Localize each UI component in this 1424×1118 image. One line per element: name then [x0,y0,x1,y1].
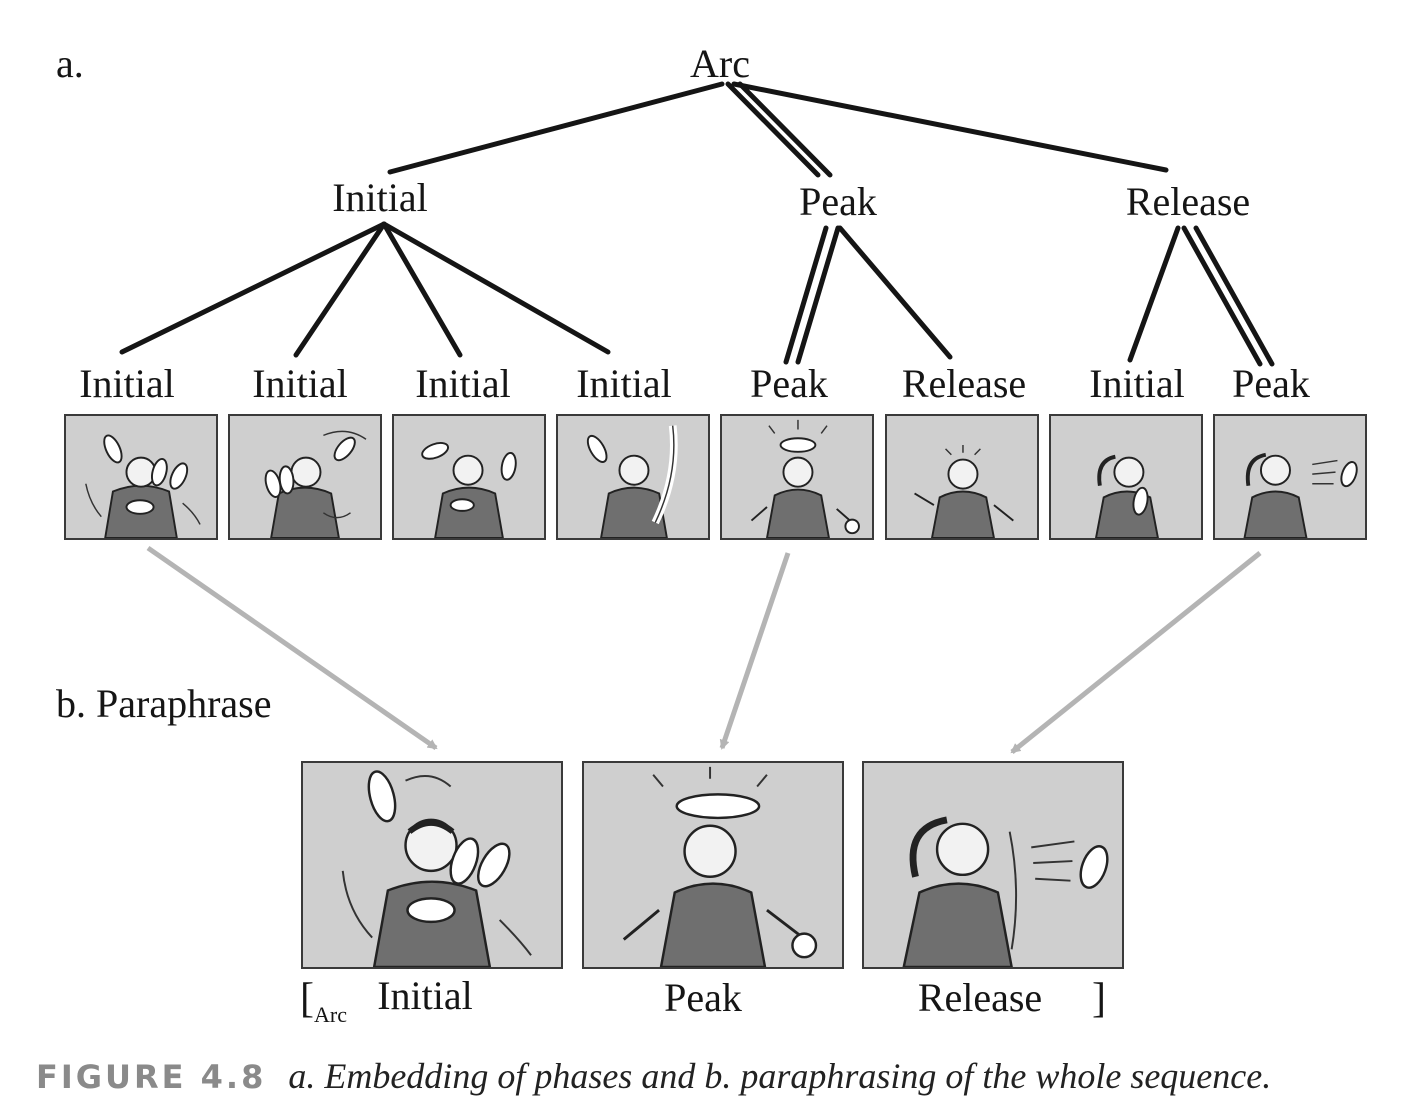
edge-peak-peak-b [795,225,841,365]
arrow-peak [719,552,791,750]
leaf-label-8: Peak [1232,361,1310,406]
paraphrase-label-initial: Initial [377,973,473,1018]
edge-arc-release [731,81,1169,173]
leaf-label-7: Initial [1089,361,1185,406]
comic-panel-2 [228,414,382,540]
juggler-illustration [622,766,818,967]
edge-peak-peak-a [783,225,829,365]
figure-caption: FIGURE 4.8 a. Embedding of phases and b. … [36,1058,1271,1094]
juggler-illustration [914,445,1014,538]
edge-release-peak-b [1193,225,1275,367]
comic-panel-4 [556,414,710,540]
figure-number: FIGURE 4.8 [36,1058,267,1096]
edge-arc-peak-b [737,81,833,178]
edge-arc-initial [387,81,725,175]
edge-initial-1 [119,221,387,355]
edge-initial-4 [381,221,611,355]
edge-release-initial [1127,225,1181,363]
edge-initial-2 [293,221,387,358]
leaf-label-4: Initial [576,361,672,406]
tree-node-initial: Initial [332,175,428,220]
comic-panel-3 [392,414,546,540]
leaf-label-2: Initial [252,361,348,406]
juggler-illustration [341,770,532,967]
paraphrase-panel-release [862,761,1124,969]
comic-panel-5 [720,414,874,540]
leaf-label-5: Peak [750,361,828,406]
part-a-label: a. [56,41,84,86]
edge-peak-release [837,225,953,360]
juggler-illustration [902,816,1109,967]
edge-initial-3 [381,221,463,358]
comic-panel-8 [1213,414,1367,540]
arrow-initial [146,545,438,751]
juggler-illustration [1243,452,1358,538]
juggler-illustration [750,419,860,538]
figure-caption-text: a. Embedding of phases and b. paraphrasi… [288,1056,1272,1096]
leaf-label-3: Initial [415,361,511,406]
leaf-label-6: Release [901,361,1027,406]
bracket-subscript-arc: Arc [314,1002,347,1027]
comic-panel-6 [885,414,1039,540]
comic-panel-7 [1049,414,1203,540]
edge-release-peak-a [1181,225,1263,367]
edge-arc-peak-a [725,81,821,178]
juggler-illustration [1094,454,1159,538]
bracket-close: ] [1092,976,1106,1022]
bracket-open: [ [300,976,314,1022]
arrow-release [1010,551,1262,754]
juggler-illustration [586,425,678,538]
comic-panel-1 [64,414,218,540]
paraphrase-label-release: Release [917,975,1043,1020]
paraphrase-label-peak: Peak [664,975,742,1020]
leaf-label-1: Initial [79,361,175,406]
paraphrase-panel-peak [582,761,844,969]
juggler-illustration [85,434,201,538]
tree-node-peak: Peak [799,179,877,224]
tree-root-label: Arc [690,41,750,86]
paraphrase-panel-initial [301,761,563,969]
tree-node-release: Release [1125,179,1251,224]
juggler-illustration [421,442,517,538]
part-b-label: b. Paraphrase [56,681,272,726]
juggler-illustration [264,430,367,538]
